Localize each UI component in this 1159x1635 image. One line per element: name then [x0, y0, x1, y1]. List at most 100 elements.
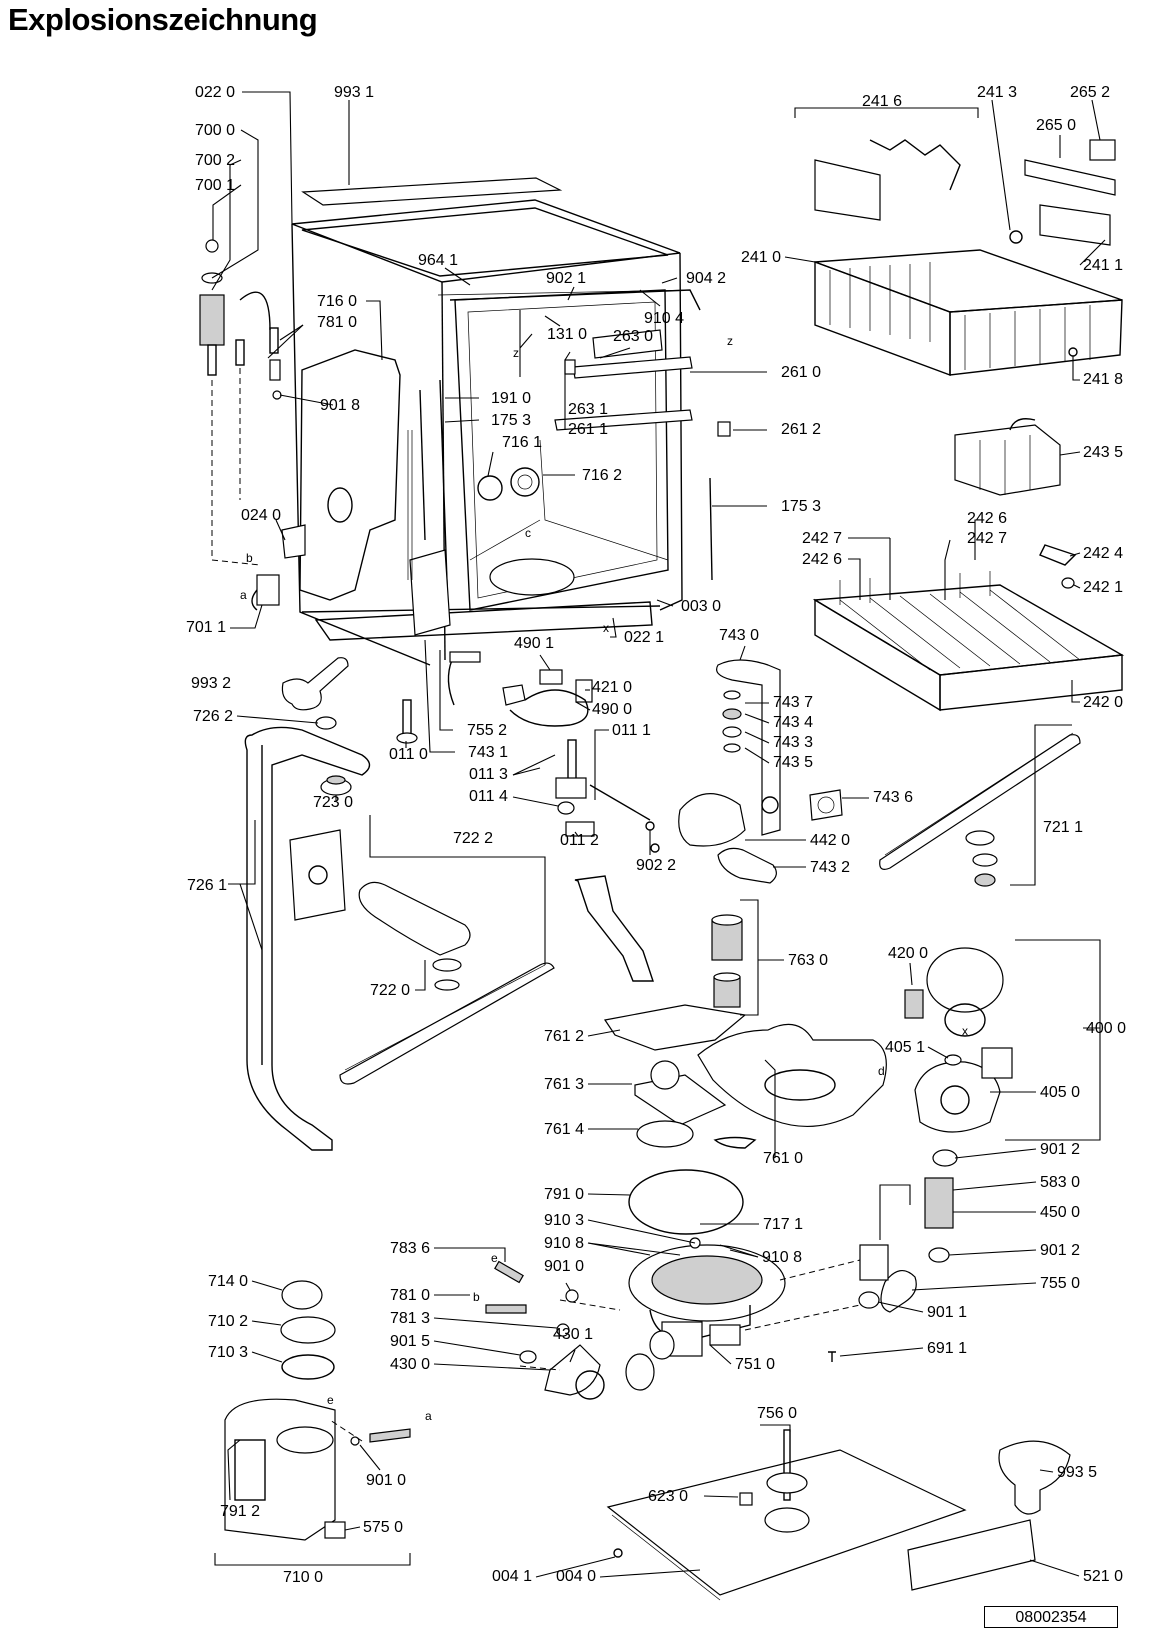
- circulation-pump: [828, 947, 1013, 1362]
- part-label-265-2: 265 2: [1070, 84, 1110, 101]
- part-label-242-6b: 242 6: [802, 551, 842, 568]
- inlet-pipe: [574, 875, 654, 982]
- upper-spray-arm-assembly: [289, 829, 555, 1085]
- drain-hoses: [485, 1260, 605, 1400]
- part-label-430-0: 430 0: [390, 1356, 430, 1373]
- cutlery-basket: [954, 418, 1061, 496]
- part-drawings: [199, 139, 1125, 1601]
- part-label-011-1: 011 1: [612, 722, 651, 739]
- part-label-756-0: 756 0: [757, 1405, 797, 1422]
- connection-marker-a1: a: [240, 588, 247, 602]
- part-label-710-2: 710 2: [208, 1313, 248, 1330]
- cabinet-tub: [281, 199, 731, 706]
- sump-housing: [565, 1237, 786, 1391]
- part-label-910-8b: 910 8: [762, 1249, 802, 1266]
- part-label-420-0: 420 0: [888, 945, 928, 962]
- part-label-726-1: 726 1: [187, 877, 227, 894]
- part-label-751-0: 751 0: [735, 1356, 775, 1373]
- connection-marker-b1: b: [246, 551, 253, 565]
- part-label-722-0: 722 0: [370, 982, 410, 999]
- part-label-261-2: 261 2: [781, 421, 821, 438]
- part-label-241-8: 241 8: [1083, 371, 1123, 388]
- part-label-743-6: 743 6: [873, 789, 913, 806]
- page-title: Explosionszeichnung: [8, 2, 318, 37]
- part-label-011-0: 011 0: [389, 746, 428, 763]
- part-label-743-1: 743 1: [468, 744, 508, 761]
- part-label-710-3: 710 3: [208, 1344, 248, 1361]
- part-label-242-7a: 242 7: [967, 530, 1007, 547]
- part-label-011-2: 011 2: [560, 832, 599, 849]
- part-label-700-2: 700 2: [195, 152, 235, 169]
- part-label-700-0: 700 0: [195, 122, 235, 139]
- part-label-761-3: 761 3: [544, 1076, 584, 1093]
- connection-marker-c: c: [525, 526, 531, 540]
- part-label-623-0: 623 0: [648, 1488, 688, 1505]
- part-label-743-0: 743 0: [719, 627, 759, 644]
- part-label-721-1: 721 1: [1043, 819, 1083, 836]
- part-label-024-0: 024 0: [241, 507, 281, 524]
- part-label-763-0: 763 0: [788, 952, 828, 969]
- part-label-901-5: 901 5: [390, 1333, 430, 1350]
- leader-lines: [211, 91, 1106, 1578]
- part-label-241-6: 241 6: [862, 93, 902, 110]
- part-label-901-0a: 901 0: [544, 1258, 584, 1275]
- part-label-743-7: 743 7: [773, 694, 813, 711]
- part-label-910-4: 910 4: [644, 310, 684, 327]
- part-label-242-7b: 242 7: [802, 530, 842, 547]
- part-label-022-1: 022 1: [624, 629, 664, 646]
- part-label-261-0: 261 0: [781, 364, 821, 381]
- water-supply-pipe: [244, 716, 371, 1151]
- connection-marker-d: d: [878, 1064, 885, 1078]
- connection-marker-x2: x: [962, 1024, 968, 1038]
- part-label-743-3: 743 3: [773, 734, 813, 751]
- part-label-421-0: 421 0: [592, 679, 632, 696]
- part-label-691-1: 691 1: [927, 1340, 967, 1357]
- part-label-575-0: 575 0: [363, 1519, 403, 1536]
- part-label-781-3: 781 3: [390, 1310, 430, 1327]
- part-label-901-2a: 901 2: [1040, 1141, 1080, 1158]
- part-label-430-1: 430 1: [553, 1326, 593, 1343]
- part-label-241-3: 241 3: [977, 84, 1017, 101]
- part-label-910-3: 910 3: [544, 1212, 584, 1229]
- part-label-723-0: 723 0: [313, 794, 353, 811]
- part-label-521-0: 521 0: [1083, 1568, 1123, 1585]
- part-label-714-0: 714 0: [208, 1273, 248, 1290]
- part-label-901-8: 901 8: [320, 397, 360, 414]
- part-label-265-0: 265 0: [1036, 117, 1076, 134]
- part-label-722-2: 722 2: [453, 830, 493, 847]
- part-label-781-0b: 781 0: [390, 1287, 430, 1304]
- part-label-583-0: 583 0: [1040, 1174, 1080, 1191]
- part-label-904-2: 904 2: [686, 270, 726, 287]
- top-cover-strip: [301, 177, 563, 206]
- part-label-242-0: 242 0: [1083, 694, 1123, 711]
- part-label-242-6a: 242 6: [967, 510, 1007, 527]
- part-label-450-0: 450 0: [1040, 1204, 1080, 1221]
- part-label-700-1: 700 1: [195, 177, 235, 194]
- part-label-761-0: 761 0: [763, 1150, 803, 1167]
- document-number-box: 08002354: [984, 1606, 1118, 1628]
- lower-spray-arm: [879, 732, 1081, 887]
- connection-marker-e2: e: [327, 1393, 334, 1407]
- adjustable-feet: [396, 699, 660, 853]
- part-label-755-2: 755 2: [467, 722, 507, 739]
- part-label-964-1: 964 1: [418, 252, 458, 269]
- part-label-710-0: 710 0: [283, 1569, 323, 1586]
- part-label-022-0: 022 0: [195, 84, 235, 101]
- part-label-131-0: 131 0: [547, 326, 587, 343]
- part-label-490-1: 490 1: [514, 635, 554, 652]
- part-label-716-2: 716 2: [582, 467, 622, 484]
- seal-ring: [628, 1169, 744, 1235]
- part-label-261-1: 261 1: [568, 421, 608, 438]
- part-label-755-0: 755 0: [1040, 1275, 1080, 1292]
- part-label-405-1: 405 1: [885, 1039, 925, 1056]
- part-label-902-1: 902 1: [546, 270, 586, 287]
- part-label-781-0a: 781 0: [317, 314, 357, 331]
- part-label-242-1: 242 1: [1083, 579, 1123, 596]
- filter-set: [711, 914, 743, 1008]
- part-label-011-3: 011 3: [469, 766, 508, 783]
- part-label-761-2: 761 2: [544, 1028, 584, 1045]
- part-label-743-5: 743 5: [773, 754, 813, 771]
